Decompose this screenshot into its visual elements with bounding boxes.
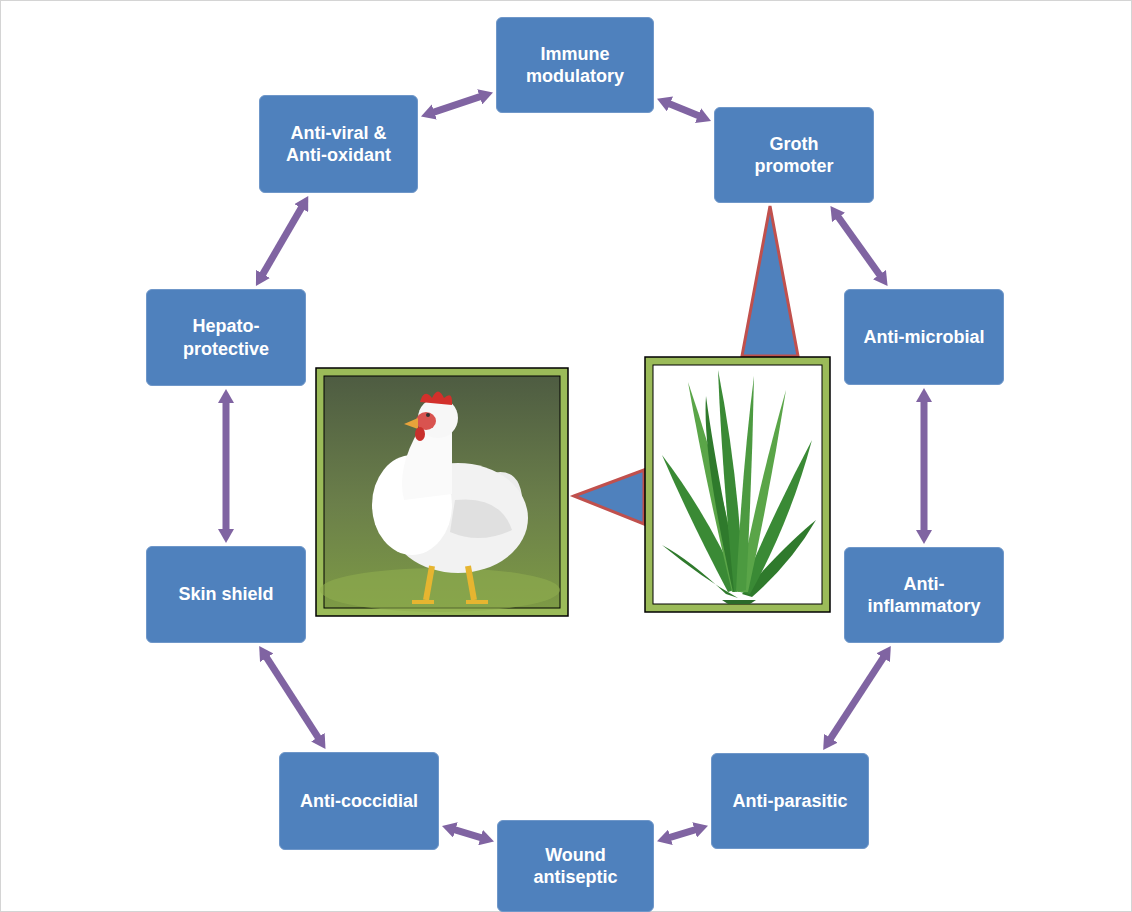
- box-label: Hepato- protective: [166, 315, 286, 360]
- chicken-beak: [404, 418, 418, 429]
- picture-frame: [316, 368, 568, 616]
- chicken-leg: [426, 566, 432, 600]
- double-arrow: [223, 401, 230, 531]
- picture-frame: [645, 357, 830, 612]
- process-box: Hepato- protective: [146, 289, 306, 386]
- double-arrow: [668, 829, 696, 837]
- double-arrow: [266, 656, 319, 739]
- process-box: Skin shield: [146, 546, 306, 643]
- aloe-base: [722, 600, 756, 604]
- chicken-leg: [468, 566, 474, 600]
- box-label: Anti-parasitic: [732, 790, 847, 813]
- process-box: Anti-microbial: [844, 289, 1004, 385]
- chicken-wattle: [415, 427, 425, 441]
- box-label: Anti-coccidial: [300, 790, 418, 813]
- box-label: Skin shield: [178, 583, 273, 606]
- double-arrow: [830, 656, 885, 740]
- double-arrow: [668, 103, 700, 116]
- grass: [320, 568, 560, 612]
- chicken-eye: [426, 413, 430, 417]
- process-box: Anti-parasitic: [711, 753, 869, 849]
- double-arrow: [837, 216, 880, 276]
- picture-background: [653, 365, 822, 604]
- process-box: Anti- inflammatory: [844, 547, 1004, 643]
- aloe-leaf: [736, 376, 754, 592]
- chicken-neck: [402, 428, 452, 500]
- box-label: Wound antiseptic: [516, 844, 636, 889]
- pointer-triangle: [742, 206, 798, 356]
- process-box: Immune modulatory: [496, 17, 654, 113]
- process-box: Groth promoter: [714, 107, 874, 203]
- chicken-wing: [450, 499, 512, 538]
- chicken-foot: [412, 600, 434, 604]
- aloe-picture: [645, 357, 830, 612]
- process-box: Anti-coccidial: [279, 752, 439, 850]
- box-label: Anti- inflammatory: [859, 573, 989, 618]
- chicken-comb: [420, 392, 452, 406]
- box-label: Groth promoter: [739, 133, 849, 178]
- double-arrow: [453, 829, 482, 838]
- box-label: Anti-viral & Anti-oxidant: [274, 122, 404, 167]
- chicken-foot: [466, 600, 488, 604]
- box-label: Immune modulatory: [515, 43, 635, 88]
- process-box: Wound antiseptic: [497, 820, 654, 912]
- box-label: Anti-microbial: [863, 326, 984, 349]
- double-arrow: [432, 96, 481, 112]
- process-box: Anti-viral & Anti-oxidant: [259, 95, 418, 193]
- chicken-picture: [316, 368, 568, 616]
- double-arrow: [921, 400, 928, 532]
- double-arrow: [262, 206, 302, 275]
- pointer-triangle: [574, 470, 644, 524]
